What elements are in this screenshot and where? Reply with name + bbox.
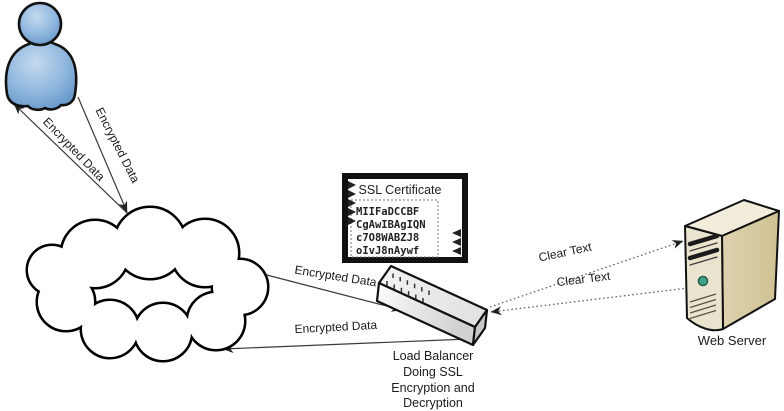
load-balancer-ports [386, 273, 430, 303]
server-power-led [697, 275, 709, 287]
server-tower-icon [684, 199, 780, 332]
certificate-line-4: oIvJ8nAywf [356, 245, 419, 257]
cloud-icon [28, 208, 267, 360]
edge-server-to-load-balancer [490, 287, 689, 316]
person-icon [4, 1, 78, 112]
ssl-certificate: SSL Certificate MIIFaDCCBF CgAwIBAgIQN c… [342, 173, 468, 263]
certificate-line-1: MIIFaDCCBF [356, 206, 419, 218]
load-balancer-caption: Load Balancer Doing SSL Encryption and D… [391, 349, 474, 410]
edge-load-balancer-to-server [489, 240, 684, 308]
edge-load-balancer-to-cloud [222, 338, 470, 354]
edge-cloud-to-user [13, 103, 129, 215]
certificate-frame [342, 173, 468, 263]
edge-cloud-to-load-balancer [258, 272, 403, 312]
edge-user-to-cloud [77, 96, 128, 213]
edge-label-lb-to-cloud: Encrypted Data [294, 318, 378, 336]
certificate-line-2: CgAwIBAgIQN [356, 219, 426, 231]
load-balancer-caption-line-2: Doing SSL [403, 365, 463, 379]
load-balancer-caption-line-1: Load Balancer [393, 349, 474, 363]
load-balancer-caption-line-3: Encryption and [391, 381, 474, 395]
load-balancer-caption-line-4: Decryption [403, 396, 463, 410]
certificate-line-3: c7O8WABZJ8 [356, 232, 419, 244]
edge-label-server-to-lb: Clear Text [556, 269, 612, 290]
server-vents [689, 293, 717, 320]
load-balancer-icon [375, 264, 489, 347]
web-server-caption: Web Server [698, 333, 767, 348]
certificate-title: SSL Certificate [359, 183, 442, 197]
certificate-edge-notches [348, 181, 461, 255]
edge-label-lb-to-server: Clear Text [537, 240, 593, 265]
edge-label-cloud-to-user: Encrypted Data [40, 115, 108, 184]
server-drive-bays [687, 233, 720, 266]
